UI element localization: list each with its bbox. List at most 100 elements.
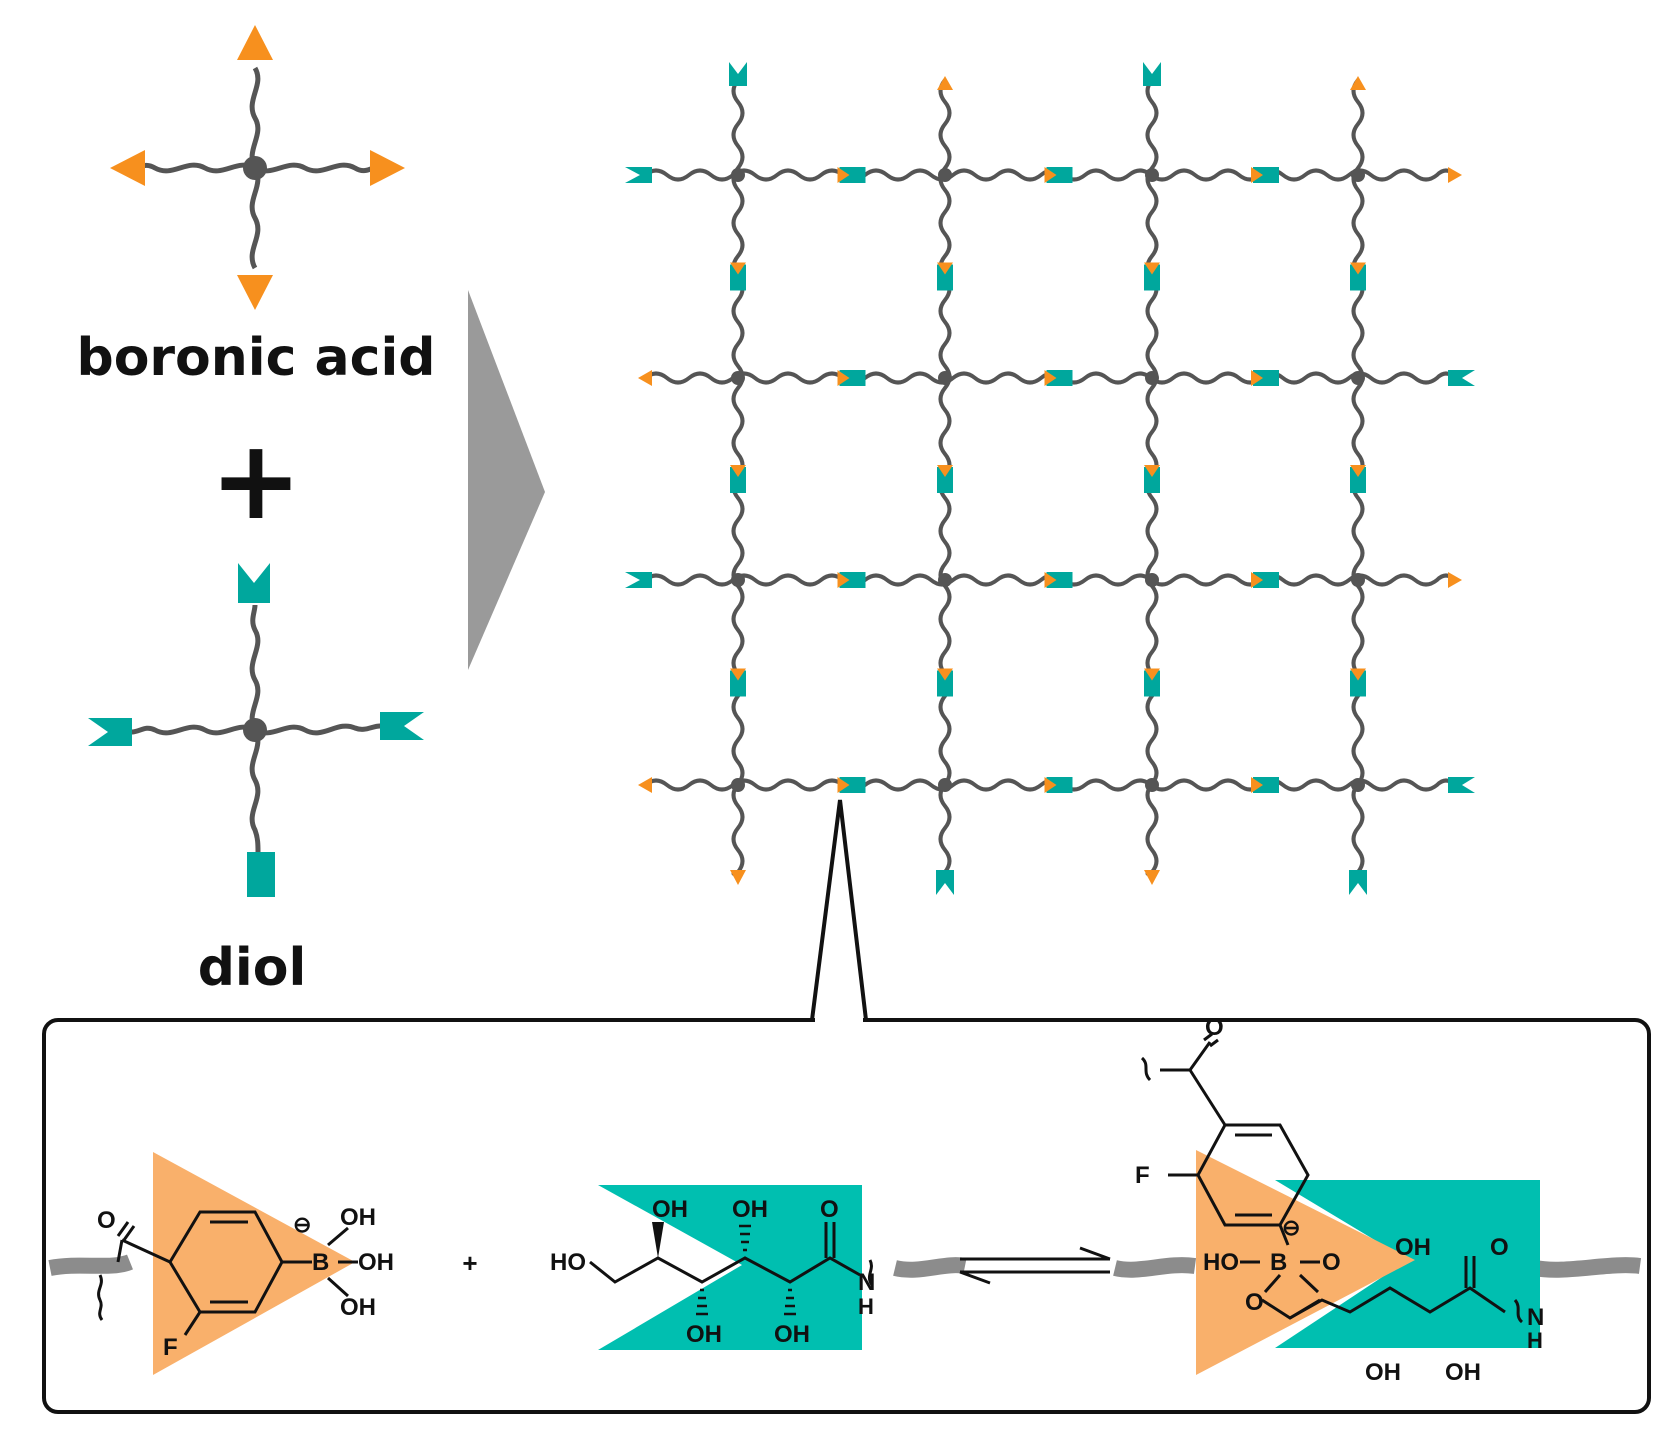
diol-ho-left: HO [550, 1249, 586, 1276]
network-crosslink-node [731, 371, 745, 385]
polymer-network [625, 62, 1475, 895]
prod-oh-1: OH [1395, 1234, 1431, 1261]
diol-n: N [858, 1269, 875, 1296]
network-boronic-marker [837, 370, 850, 386]
network-diol-marker [1350, 264, 1366, 291]
network-end-diol [1143, 62, 1161, 86]
network-boronic-marker [1251, 777, 1263, 793]
network-boronic-marker [1044, 167, 1057, 183]
network-boronic-marker [837, 572, 850, 588]
network-crosslink-node [1145, 778, 1159, 792]
ba-charge: ⊖ [293, 1212, 311, 1237]
prod-n: N [1527, 1304, 1544, 1331]
ba-carbonyl-o: O [97, 1207, 116, 1234]
network-diol-marker [839, 370, 866, 386]
boronic-acid-structure [97, 1210, 358, 1336]
network-diol-marker [839, 167, 866, 183]
network-diol-marker [937, 264, 953, 291]
prod-h: H [1527, 1328, 1543, 1353]
network-diol-marker [1144, 264, 1160, 291]
network-boronic-marker [1044, 777, 1057, 793]
network-boronic-marker [1044, 572, 1057, 588]
network-diol-marker [1253, 777, 1279, 793]
prod-charge: ⊖ [1282, 1215, 1300, 1240]
network-boronic-marker [1144, 465, 1160, 477]
network-boronic-marker [937, 668, 953, 681]
ba-arm-right [253, 162, 376, 174]
network-diol-marker [1144, 670, 1160, 697]
prod-oh-2: OH [1365, 1359, 1401, 1386]
network-diol-marker [839, 777, 866, 793]
network-boronic-marker [730, 668, 746, 681]
network-crosslink-node [731, 778, 745, 792]
monomer-a-label: boronic acid [76, 328, 435, 388]
diol-core-node [243, 718, 267, 742]
network-crosslink-node [1145, 371, 1159, 385]
polymer-band-right-b [1533, 1257, 1642, 1278]
diol-oh-3: OH [686, 1321, 722, 1348]
prod-oh-3: OH [1445, 1359, 1481, 1386]
network-boronic-marker [1044, 370, 1057, 386]
network-crosslink-node [1351, 573, 1365, 587]
network-boronic-marker [1144, 668, 1160, 681]
ba-fluoro: F [163, 1334, 178, 1361]
boronic-acid-highlight [153, 1152, 355, 1375]
diol-oh-2: OH [732, 1196, 768, 1223]
network-crosslink-node [938, 168, 952, 182]
diol-arm-up [249, 604, 261, 732]
network-boronic-marker [837, 167, 850, 183]
ba-arrowhead-down [237, 275, 273, 310]
network-boronic-marker [1251, 167, 1263, 183]
network-diol-marker [1350, 467, 1366, 493]
network-end-diol [625, 572, 652, 588]
network-boronic-marker [730, 465, 746, 477]
network-end-diol [936, 870, 954, 895]
boronate-ester-structure [1140, 1032, 1524, 1324]
network-boronic-marker [1251, 572, 1263, 588]
callout-pointer [810, 799, 868, 1021]
network-diol-marker [1046, 777, 1073, 793]
network-boronic-marker [1350, 262, 1366, 275]
ba-oh-bottom: OH [340, 1294, 376, 1321]
network-crosslink-node [938, 573, 952, 587]
diol-structure [589, 1222, 874, 1286]
network-diol-marker [1350, 670, 1366, 697]
prod-carbonyl-o2: O [1490, 1234, 1509, 1261]
diol-notch-up [238, 563, 270, 603]
monomer-b-label: diol [198, 938, 307, 998]
network-end-boronic [1350, 76, 1366, 90]
network-crosslink-node [731, 573, 745, 587]
diol-highlight [598, 1185, 862, 1350]
network-crosslink-node [1351, 168, 1365, 182]
prod-o-ring-2: O [1245, 1289, 1264, 1316]
diol-oh-4: OH [774, 1321, 810, 1348]
diol-carbonyl-o: O [820, 1196, 839, 1223]
network-boronic-marker [1350, 668, 1366, 681]
prod-carbonyl-o: O [1205, 1014, 1224, 1041]
network-diol-marker [730, 670, 746, 697]
ba-arm-down [249, 166, 261, 270]
network-diol-marker [1144, 467, 1160, 493]
polymer-band-right-a [1113, 1257, 1197, 1278]
network-end-diol [1448, 370, 1475, 386]
network-end-boronic [730, 870, 746, 885]
network-end-diol [729, 62, 747, 86]
prod-o-ring-1: O [1322, 1249, 1341, 1276]
network-crosslink-node [1145, 168, 1159, 182]
network-end-boronic [638, 370, 652, 386]
reaction-arrow [468, 290, 545, 670]
diol-arm-right [253, 723, 381, 736]
diol-monomer [88, 563, 424, 897]
network-diol-marker [1046, 572, 1073, 588]
diol-oh-1: OH [652, 1196, 688, 1223]
product-diol-highlight [1275, 1180, 1540, 1348]
network-crosslink-node [1145, 573, 1159, 587]
prod-ho: HO [1203, 1249, 1239, 1276]
ba-oh-right: OH [358, 1249, 394, 1276]
polymer-band-middle [893, 1257, 967, 1278]
hash-wedges-middle [696, 1224, 796, 1316]
ba-arrowhead-right [370, 150, 405, 186]
ba-arrowhead-left [110, 150, 145, 186]
network-diol-marker [1253, 370, 1279, 386]
network-end-boronic [937, 76, 953, 90]
